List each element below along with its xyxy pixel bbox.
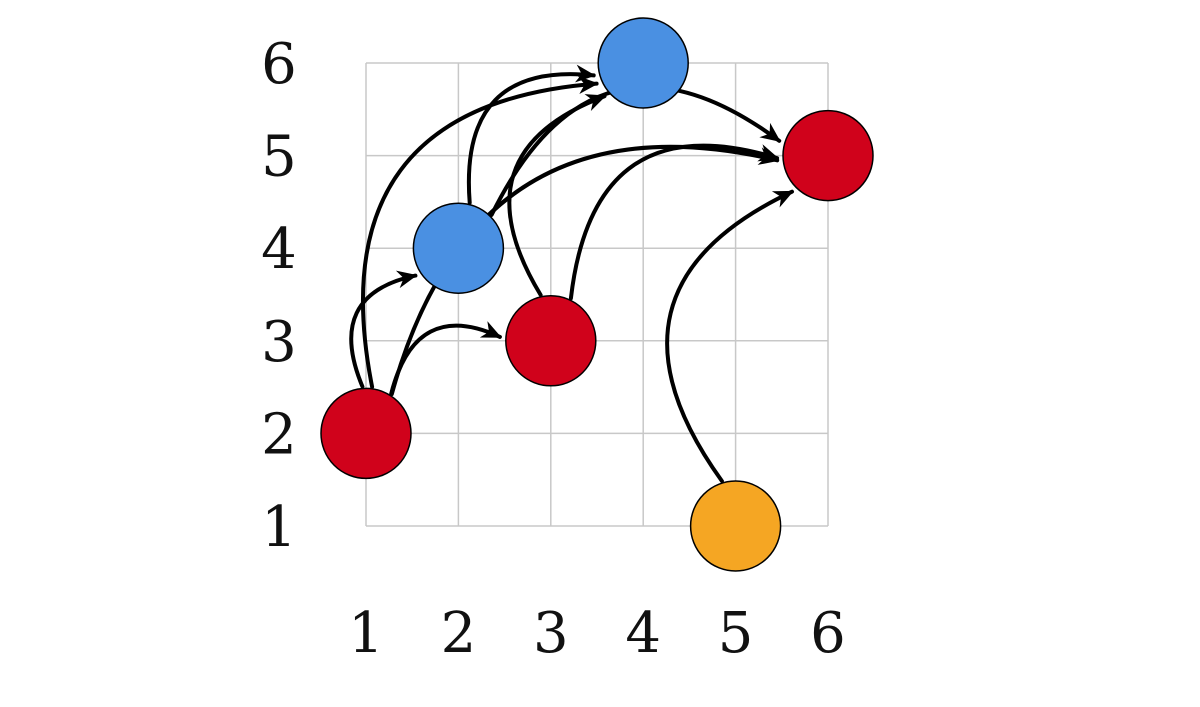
- y-tick-label: 4: [261, 217, 297, 282]
- node-red-c: [505, 295, 597, 387]
- nodes: [320, 17, 874, 572]
- edge-arrow-b-to-d: [466, 64, 596, 205]
- x-tick-label: 1: [348, 601, 384, 666]
- node-red-a: [320, 387, 412, 480]
- y-tick-label: 5: [261, 125, 297, 190]
- edge-arrow-c-to-d: [507, 94, 607, 297]
- node-red-e: [782, 109, 874, 202]
- x-tick-label: 4: [625, 601, 661, 666]
- edge-arrow-c-to-e: [568, 143, 780, 301]
- node-blue-d: [597, 17, 689, 109]
- node-blue-b: [412, 202, 505, 294]
- edges: [349, 64, 794, 483]
- edge-arrow-a-to-e: [389, 144, 780, 397]
- y-tick-label: 6: [261, 32, 297, 97]
- x-tick-label: 3: [533, 601, 569, 666]
- y-tick-label: 2: [261, 402, 297, 467]
- x-tick-label: 5: [718, 601, 754, 666]
- node-orange-f: [689, 480, 782, 572]
- x-tick-label: 2: [441, 601, 477, 666]
- edge-arrow-f-to-e: [665, 189, 794, 483]
- edge-arrow-a-to-b: [349, 270, 418, 389]
- y-axis-ticks: 1 2 3 4 5 6: [261, 32, 297, 560]
- edge-arrow-a-to-c: [389, 321, 502, 396]
- grid: [365, 62, 829, 527]
- y-tick-label: 3: [261, 310, 297, 375]
- edge-arrow-a-to-d: [360, 76, 599, 389]
- x-tick-label: 6: [810, 601, 846, 666]
- y-tick-label: 1: [261, 495, 297, 560]
